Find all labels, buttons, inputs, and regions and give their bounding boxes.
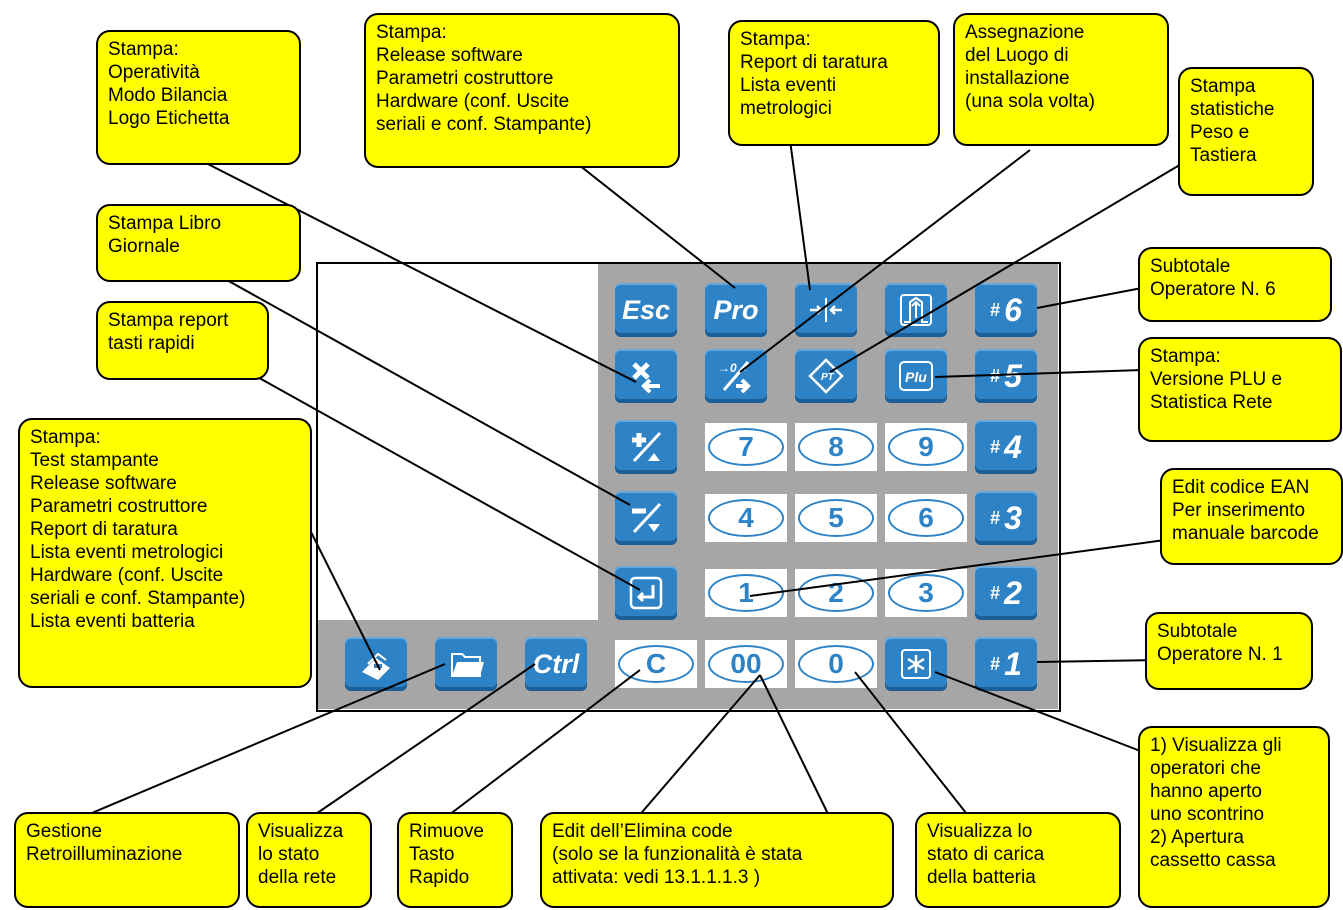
- key-0[interactable]: 0: [798, 645, 874, 683]
- key-7[interactable]: 7: [708, 428, 784, 466]
- zero-arrow-key[interactable]: →0←: [705, 349, 767, 403]
- plu-icon: Plu: [899, 361, 933, 391]
- key-4-cell: 4: [705, 494, 787, 542]
- key-2[interactable]: 2: [798, 574, 874, 612]
- callout-taratura: Stampa: Report di taratura Lista eventi …: [728, 20, 940, 146]
- ctrl-key[interactable]: Ctrl: [525, 637, 587, 691]
- callout-luogo: Assegnazione del Luogo di installazione …: [953, 13, 1169, 146]
- folder-key[interactable]: [435, 637, 497, 691]
- operator-4-key[interactable]: #4: [975, 420, 1037, 474]
- plus-up-icon: [632, 431, 662, 463]
- svg-text:PT: PT: [821, 372, 835, 383]
- callout-rete: Visualizza lo stato della rete: [246, 812, 372, 908]
- hash-label: #: [990, 507, 1001, 528]
- callout-elimina: Edit dell’Elimina code (solo se la funzi…: [540, 812, 894, 908]
- operator-6-label: 6: [1004, 291, 1022, 328]
- tare-icon: [810, 298, 842, 322]
- folder-icon: [451, 653, 484, 677]
- operator-1-key[interactable]: #1: [975, 637, 1037, 691]
- hash-label: #: [990, 365, 1001, 386]
- ctrl-key-label: Ctrl: [532, 648, 580, 679]
- key-6[interactable]: 6: [888, 499, 964, 537]
- callout-batteria: Visualizza lo stato di carica della batt…: [915, 812, 1121, 908]
- key-00-cell: 00: [705, 640, 787, 688]
- key-9[interactable]: 9: [888, 428, 964, 466]
- hash-label: #: [990, 653, 1001, 674]
- callout-operatori: 1) Visualizza gli operatori che hanno ap…: [1138, 726, 1330, 908]
- minus-down-icon: [632, 502, 662, 534]
- callout-rimuove: Rimuove Tasto Rapido: [397, 812, 513, 908]
- operator-6-key[interactable]: #6: [975, 283, 1037, 337]
- key-00[interactable]: 00: [708, 645, 784, 683]
- key-1-cell: 1: [705, 569, 787, 617]
- pro-key[interactable]: Pro: [705, 283, 767, 337]
- key-7-cell: 7: [705, 423, 787, 471]
- key-5[interactable]: 5: [798, 499, 874, 537]
- callout-ean: Edit codice EAN Per inserimento manuale …: [1160, 468, 1343, 565]
- hash-label: #: [990, 436, 1001, 457]
- operator-4-label: 4: [1004, 428, 1022, 465]
- printer-icon: [362, 652, 390, 680]
- operator-1-label: 1: [1004, 645, 1022, 682]
- star-key[interactable]: [885, 637, 947, 691]
- zero-arrow-icon: →0←: [718, 361, 751, 394]
- operator-5-key[interactable]: #5: [975, 349, 1037, 403]
- key-6-cell: 6: [885, 494, 967, 542]
- operator-3-key[interactable]: #3: [975, 491, 1037, 545]
- key-0-cell: 0: [795, 640, 877, 688]
- key-1[interactable]: 1: [708, 574, 784, 612]
- callout-libro: Stampa Libro Giornale: [96, 204, 301, 282]
- key-4[interactable]: 4: [708, 499, 784, 537]
- key-2-cell: 2: [795, 569, 877, 617]
- callout-plu: Stampa: Versione PLU e Statistica Rete: [1138, 337, 1342, 442]
- operator-3-label: 3: [1004, 499, 1022, 536]
- operator-5-label: 5: [1004, 357, 1022, 394]
- preset-tare-icon: PT: [808, 358, 844, 394]
- minus-down-key[interactable]: [615, 491, 677, 545]
- key-c[interactable]: C: [618, 645, 694, 683]
- esc-key-label: Esc: [621, 294, 671, 325]
- esc-key[interactable]: Esc: [615, 283, 677, 337]
- plus-up-key[interactable]: [615, 420, 677, 474]
- x-arrow-key[interactable]: [615, 349, 677, 403]
- key-8[interactable]: 8: [798, 428, 874, 466]
- preset-tare-key[interactable]: PT: [795, 349, 857, 403]
- key-3[interactable]: 3: [888, 574, 964, 612]
- callout-statistiche: Stampa statistiche Peso e Tastiera: [1178, 67, 1314, 196]
- callout-retro: Gestione Retroilluminazione: [14, 812, 240, 908]
- printer-key[interactable]: [345, 637, 407, 691]
- plu-key[interactable]: Plu: [885, 349, 947, 403]
- callout-release: Stampa: Release software Parametri costr…: [364, 13, 680, 168]
- key-5-cell: 5: [795, 494, 877, 542]
- scale-icon: [900, 294, 932, 326]
- scale-key[interactable]: [885, 283, 947, 337]
- key-3-cell: 3: [885, 569, 967, 617]
- callout-operativita: Stampa: Operatività Modo Bilancia Logo E…: [96, 30, 301, 165]
- key-8-cell: 8: [795, 423, 877, 471]
- operator-2-label: 2: [1004, 574, 1022, 611]
- tare-key[interactable]: [795, 283, 857, 337]
- callout-test: Stampa: Test stampante Release software …: [18, 418, 312, 688]
- x-arrow-icon: [632, 362, 660, 394]
- key-c-cell: C: [615, 640, 697, 688]
- callout-subtotale6: Subtotale Operatore N. 6: [1138, 247, 1332, 322]
- operator-2-key[interactable]: #2: [975, 566, 1037, 620]
- hash-label: #: [990, 582, 1001, 603]
- star-icon: [901, 649, 931, 679]
- enter-icon: [629, 576, 663, 610]
- enter-key[interactable]: [615, 566, 677, 620]
- key-9-cell: 9: [885, 423, 967, 471]
- callout-subtotale1: Subtotale Operatore N. 1: [1145, 612, 1313, 690]
- hash-label: #: [990, 299, 1001, 320]
- callout-rapidi: Stampa report tasti rapidi: [96, 301, 269, 380]
- svg-text:Plu: Plu: [905, 369, 927, 385]
- pro-key-label: Pro: [713, 294, 759, 325]
